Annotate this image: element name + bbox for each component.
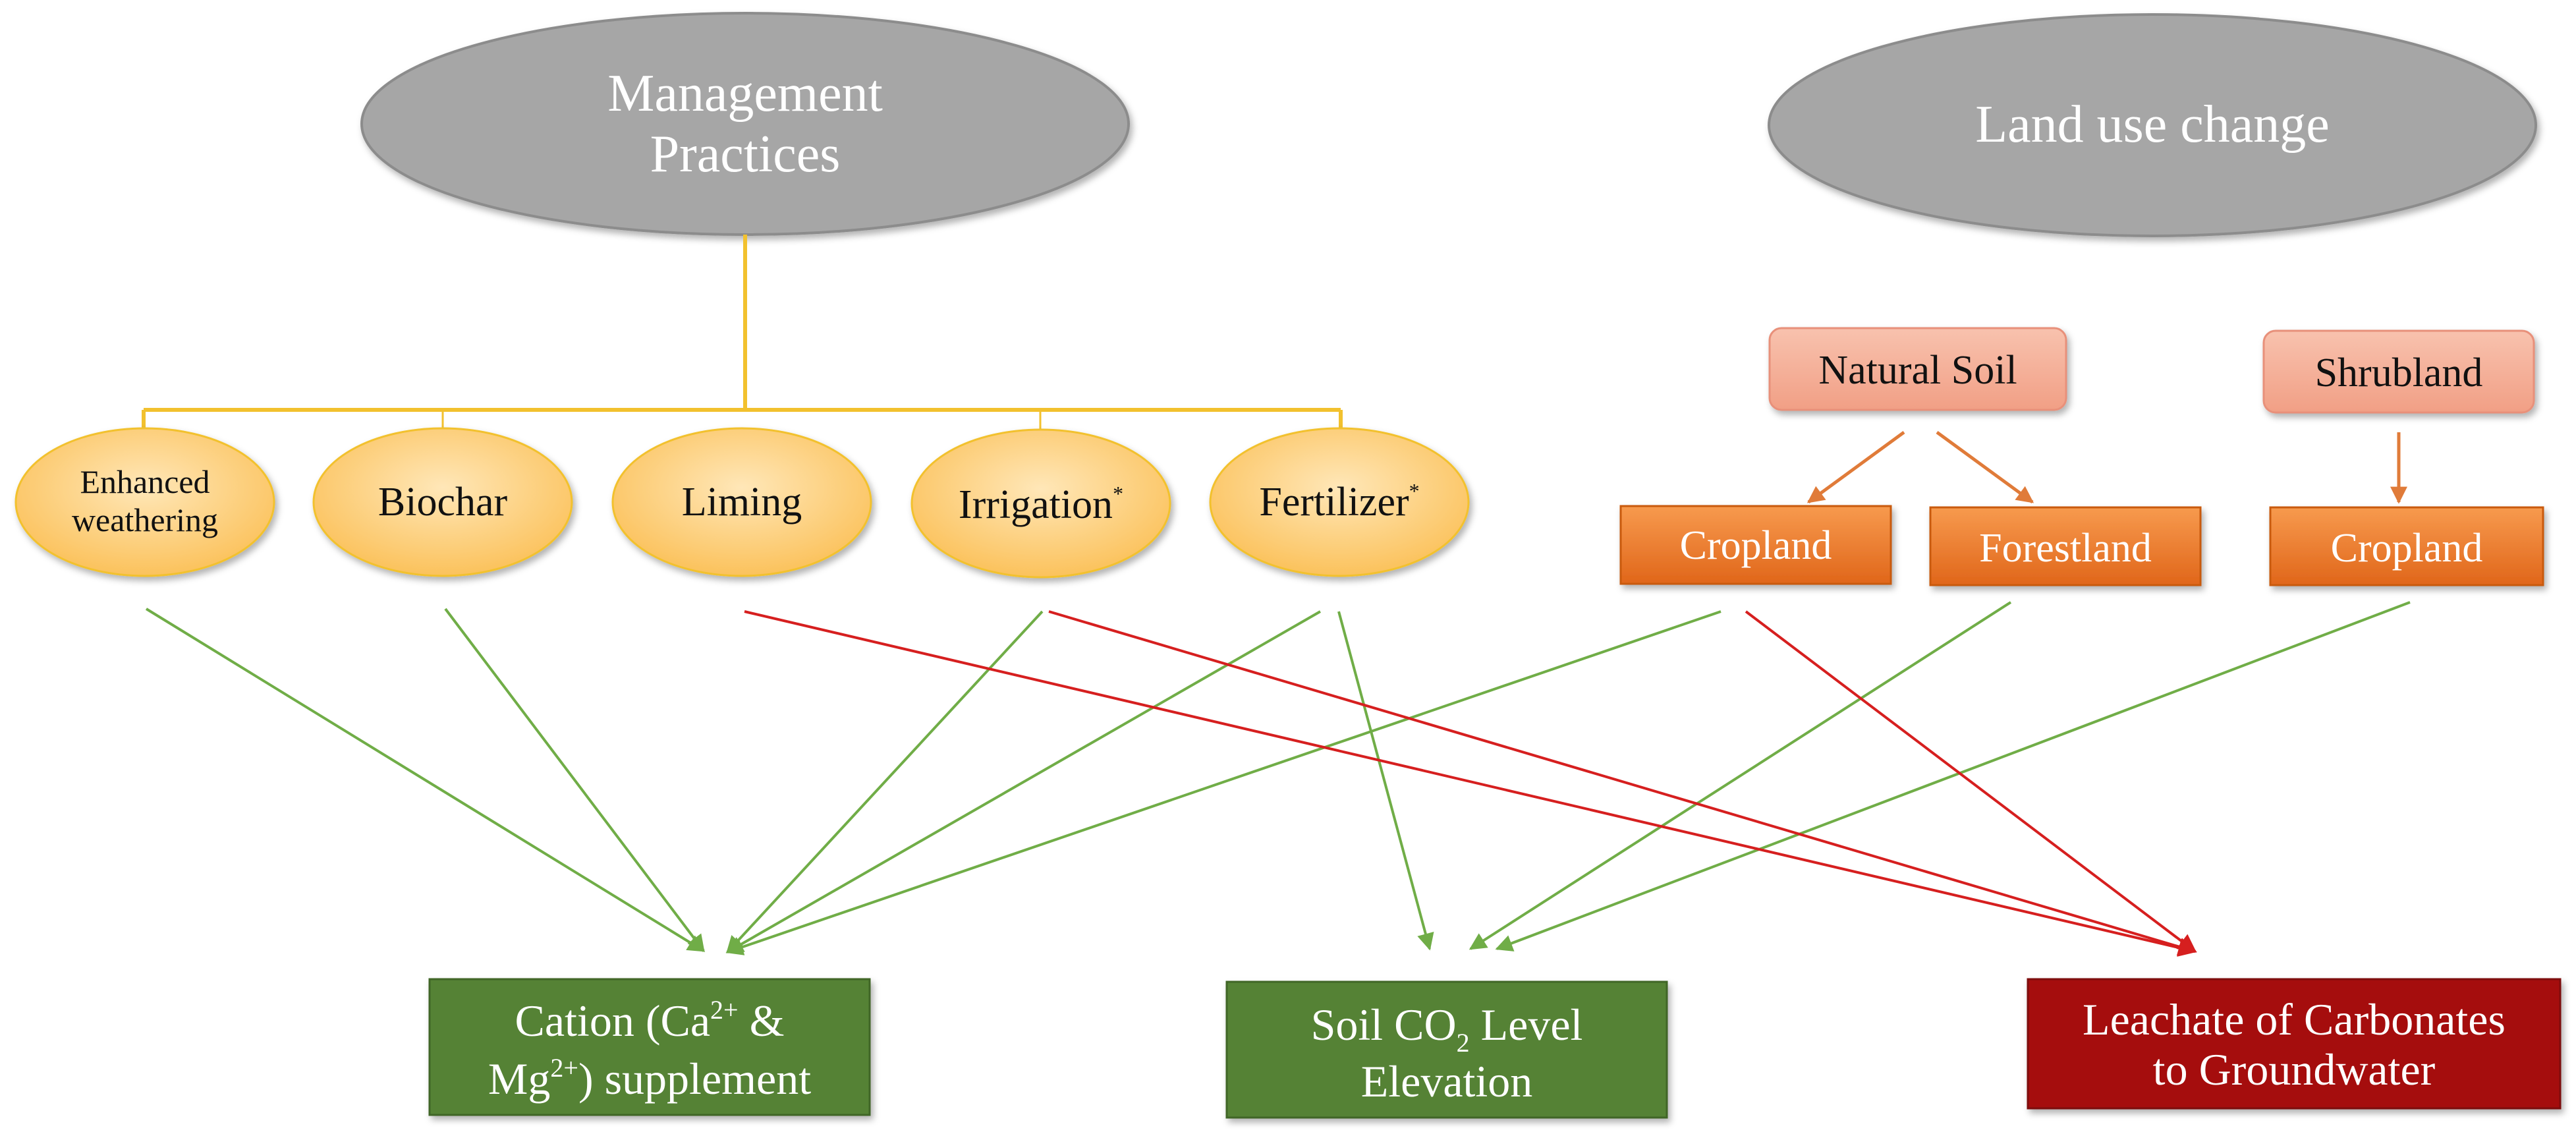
arrow-weathering-to-cation [145, 608, 706, 952]
outcome-cation-supplement: Cation (Ca2+ & Mg2+) supplement [428, 978, 871, 1116]
arrow-cropland1-to-cation [725, 610, 1722, 955]
practice-irrigation: Irrigation* [910, 428, 1171, 579]
arrow-fertilizer-to-co2 [1337, 611, 1434, 951]
arrow-biochar-to-cation [444, 608, 705, 953]
svg-text:Soil CO2 Level: Soil CO2 Level [1311, 1000, 1583, 1058]
svg-text:Cation (Ca2+ &: Cation (Ca2+ & [515, 995, 785, 1046]
arrow-natural-to-cropland [1806, 430, 1905, 504]
co2-line2: Elevation [1361, 1056, 1533, 1106]
forestland-label: Forestland [1979, 526, 2152, 571]
negative-effect-arrows [744, 610, 2197, 957]
practice-irrigation-mark: * [1113, 482, 1123, 505]
practice-biochar-label: Biochar [378, 480, 508, 525]
positive-effect-arrows [145, 601, 2411, 955]
arrow-irrigation-to-cation [726, 610, 1044, 953]
land-source-natural-soil: Natural Soil [1768, 327, 2067, 411]
land-target-forestland: Forestland [1929, 506, 2202, 586]
land-target-cropland-2: Cropland [2269, 506, 2544, 586]
practice-fertilizer-label: Fertilizer [1259, 480, 1409, 525]
land-transition-arrows [1806, 430, 2407, 504]
arrow-cropland1-to-leachate [1745, 610, 2197, 953]
cropland-2-label: Cropland [2331, 526, 2483, 571]
land-target-cropland-1: Cropland [1619, 505, 1892, 585]
arrow-liming-to-leachate [744, 610, 2197, 957]
cation-part4: ) supplement [578, 1054, 811, 1104]
practice-enhanced-weathering: Enhanced weathering [14, 427, 275, 577]
practice-enhanced-line1: Enhanced [80, 463, 210, 500]
land-source-shrubland: Shrubland [2262, 329, 2535, 414]
cation-part2: & [739, 996, 785, 1046]
svg-text:Mg2+) supplement: Mg2+) supplement [488, 1053, 811, 1104]
co2-part2: Level [1470, 1000, 1583, 1050]
co2-sub: 2 [1457, 1028, 1470, 1058]
arrow-cropland2-to-co2 [1495, 601, 2411, 951]
cation-sup2: 2+ [550, 1053, 578, 1083]
cropland-1-label: Cropland [1680, 523, 1832, 568]
practice-enhanced-line2: weathering [72, 501, 218, 538]
arrow-irrigation-to-leachate [1048, 610, 2197, 956]
practice-biochar: Biochar [312, 427, 573, 577]
practice-fertilizer: Fertilizer* [1209, 427, 1470, 577]
land-use-label: Land use change [1975, 96, 2330, 154]
leachate-line1: Leachate of Carbonates [2083, 994, 2506, 1044]
management-label-line2: Practices [650, 125, 841, 183]
practice-liming-label: Liming [682, 480, 802, 525]
cation-part3: Mg [488, 1054, 550, 1104]
land-use-change-node: Land use change [1768, 13, 2537, 237]
management-tree-connector [142, 235, 1343, 435]
management-label-line1: Management [607, 65, 883, 123]
practice-liming: Liming [611, 427, 872, 577]
cation-part1: Cation (Ca [515, 996, 711, 1046]
practice-fertilizer-mark: * [1409, 479, 1420, 503]
management-practices-node: Management Practices [360, 12, 1130, 236]
outcome-soil-co2-elevation: Soil CO2 Level Elevation [1225, 980, 1668, 1119]
shrubland-label: Shrubland [2315, 351, 2483, 395]
svg-text:Fertilizer*: Fertilizer* [1259, 479, 1419, 525]
leachate-line2: to Groundwater [2153, 1044, 2436, 1094]
svg-text:Irrigation*: Irrigation* [959, 482, 1123, 527]
arrow-fertilizer-to-cation [725, 610, 1321, 953]
arrow-forestland-to-co2 [1469, 601, 2012, 950]
natural-soil-label: Natural Soil [1818, 348, 2017, 393]
co2-part1: Soil CO [1311, 1000, 1457, 1050]
arrow-natural-to-forestland [1936, 430, 2034, 504]
practice-irrigation-label: Irrigation [959, 482, 1113, 527]
cation-sup1: 2+ [710, 995, 739, 1025]
outcome-leachate-groundwater: Leachate of Carbonates to Groundwater [2027, 978, 2562, 1110]
